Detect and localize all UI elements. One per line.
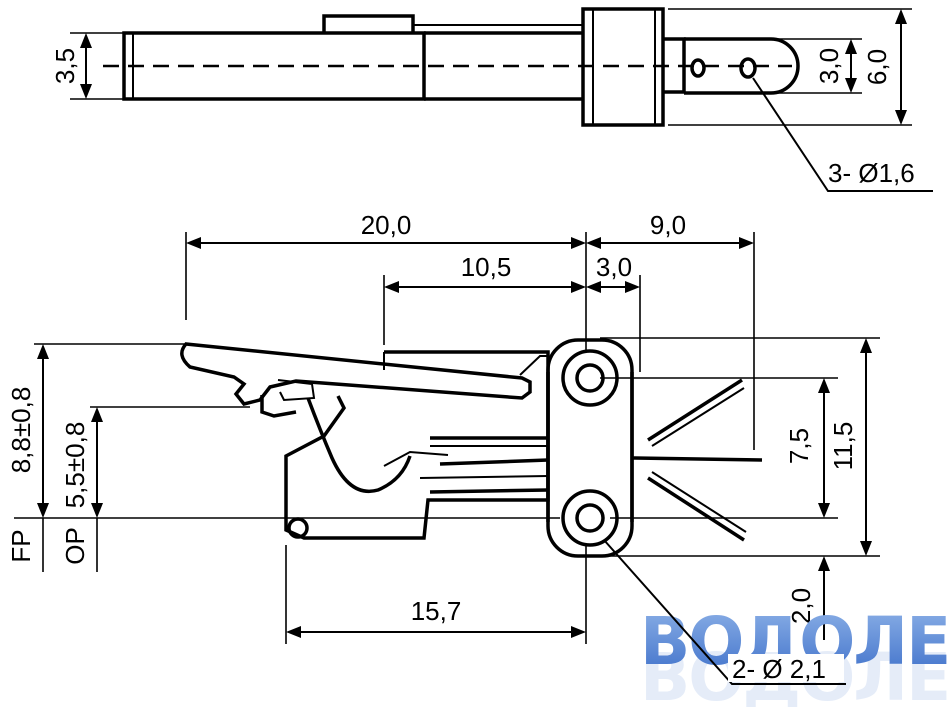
holes-leader-side: 2- Ø 2,1: [603, 539, 846, 685]
terminal-upper: [647, 378, 743, 442]
label-op: OP: [60, 527, 90, 565]
dim-6-0-label: 6,0: [862, 49, 892, 85]
dim-5-5-label: 5,5±0,8: [60, 422, 90, 509]
dim-3-5-label: 3,5: [50, 48, 80, 84]
hole-small: [690, 58, 706, 78]
dim-9-0-label: 9,0: [650, 210, 686, 240]
terminal-middle: [631, 456, 763, 462]
mount-hole-bottom: [561, 489, 619, 547]
mounting-block: [546, 338, 634, 558]
side-view: 20,0 9,0 10,5 3,0 8,8±0,8 5,5±0,8: [6, 210, 880, 644]
dim-7-5-label: 7,5: [784, 428, 814, 464]
dim-20-0-label: 20,0: [361, 210, 412, 240]
collar-block: [581, 7, 665, 127]
dim-3-0-side-label: 3,0: [596, 252, 632, 282]
roller: [287, 517, 309, 539]
dim-10-5-label: 10,5: [461, 252, 512, 282]
dim-11-5-label: 11,5: [828, 422, 858, 471]
top-strip: [322, 14, 415, 33]
label-fp: FP: [6, 529, 36, 562]
terminal-lower: [647, 476, 745, 542]
spring: [306, 397, 412, 493]
lever: [180, 342, 532, 406]
holes-label-top: 3- Ø1,6: [828, 158, 915, 188]
dim-3-0-top-label: 3,0: [814, 48, 844, 84]
dim-15-7-label: 15,7: [411, 596, 462, 626]
holes-label-side: 2- Ø 2,1: [732, 654, 826, 684]
hole-large: [739, 57, 757, 79]
top-view: 3,5 3,0 6,0 3- Ø1,6: [50, 7, 933, 192]
tube-body: [122, 31, 426, 101]
dim-2-0-label: 2,0: [786, 588, 816, 624]
dim-8-8-label: 8,8±0,8: [6, 387, 36, 474]
